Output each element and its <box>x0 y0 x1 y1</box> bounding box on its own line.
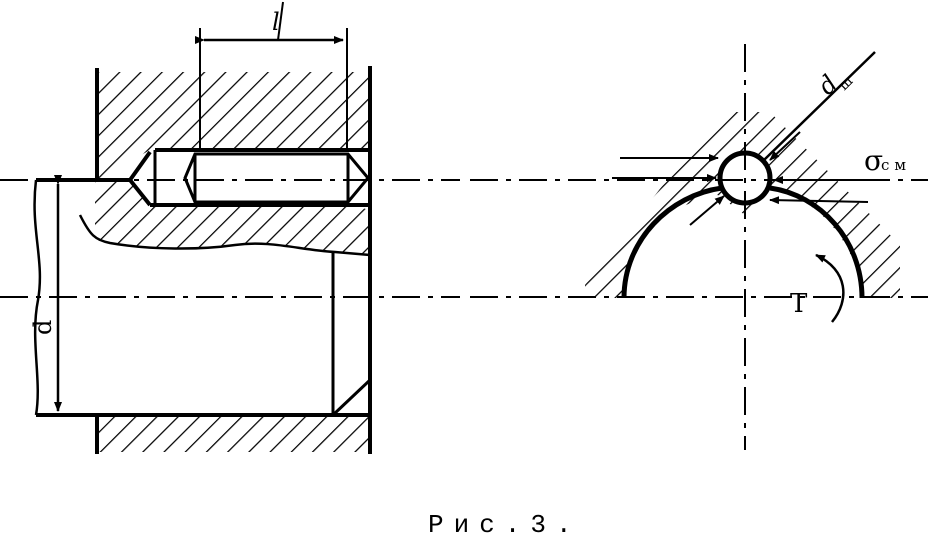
hub-lower-hatching <box>97 416 370 452</box>
torque-label: T <box>790 289 808 319</box>
cross-section-view: d ш σ см T <box>470 44 928 450</box>
hub-upper-hatching <box>97 72 370 180</box>
shaft-section-hatching <box>95 180 370 255</box>
pin-diameter-leader <box>763 51 876 161</box>
torque-arrow <box>815 253 845 323</box>
shaft-break-line <box>78 214 371 257</box>
length-label: l <box>272 8 280 36</box>
side-view: l d <box>0 1 460 454</box>
stress-symbol: σ <box>864 144 883 177</box>
shaft-left-break <box>33 179 42 416</box>
stress-subscript: см <box>881 156 911 174</box>
figure-caption: Рис.3. <box>428 510 582 539</box>
shaft-diameter-label: d <box>29 320 57 335</box>
pin-body <box>183 152 370 204</box>
shaft-outer-arc <box>621 185 723 299</box>
